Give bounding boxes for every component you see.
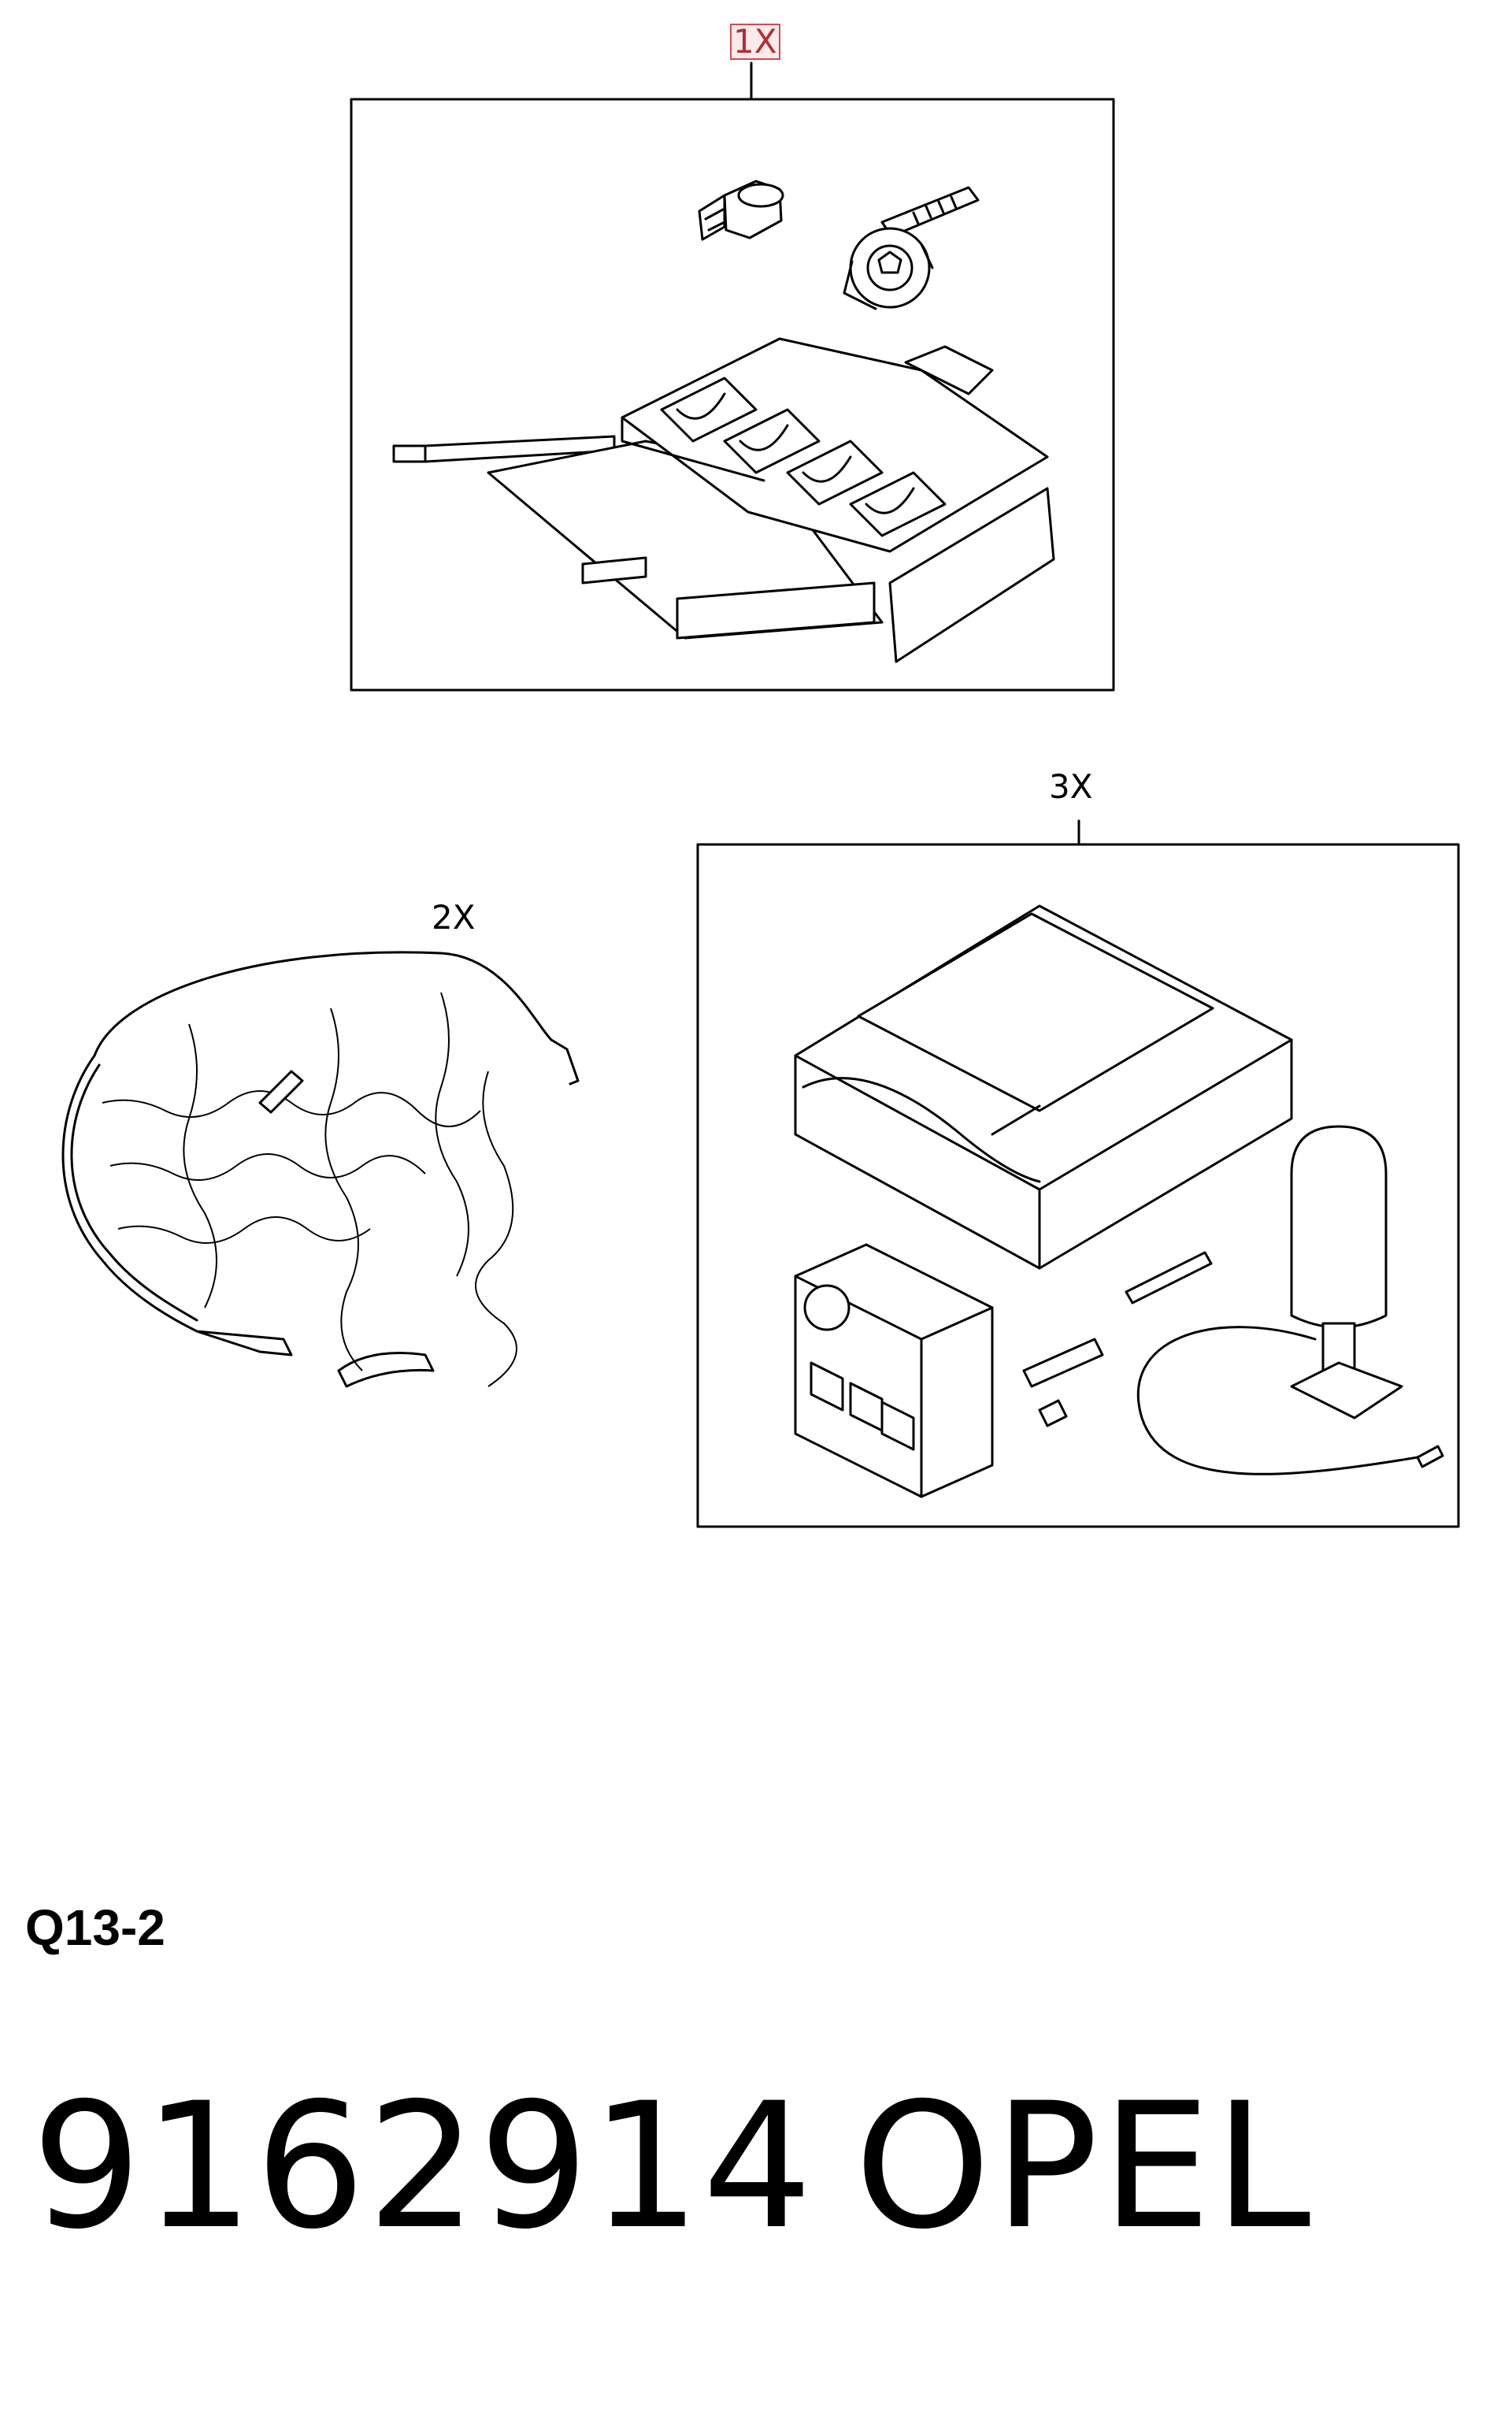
callout-item-2: 2X [432, 898, 476, 937]
hose-icon [1136, 1326, 1444, 1475]
valve-insert-icon [1022, 1251, 1213, 1427]
callout-item-1[interactable]: 1X [730, 24, 780, 60]
group-1-frame [350, 61, 1115, 692]
group-3-frame [696, 819, 1460, 1528]
brand-name: OPEL [854, 2065, 1314, 2267]
sealant-bottle-icon [1290, 1125, 1403, 1420]
snow-chain-icon [61, 951, 580, 1388]
lock-nut-key-icon [698, 180, 784, 241]
group-code: Q13-2 [25, 1899, 165, 1956]
part-number: 9162914 [32, 2065, 814, 2267]
carry-case-icon [794, 904, 1293, 1270]
storage-tray-icon [392, 337, 1055, 663]
compressor-icon [794, 1243, 994, 1498]
callout-item-3: 3X [1049, 767, 1093, 806]
locking-wheel-bolt-icon [843, 186, 980, 310]
